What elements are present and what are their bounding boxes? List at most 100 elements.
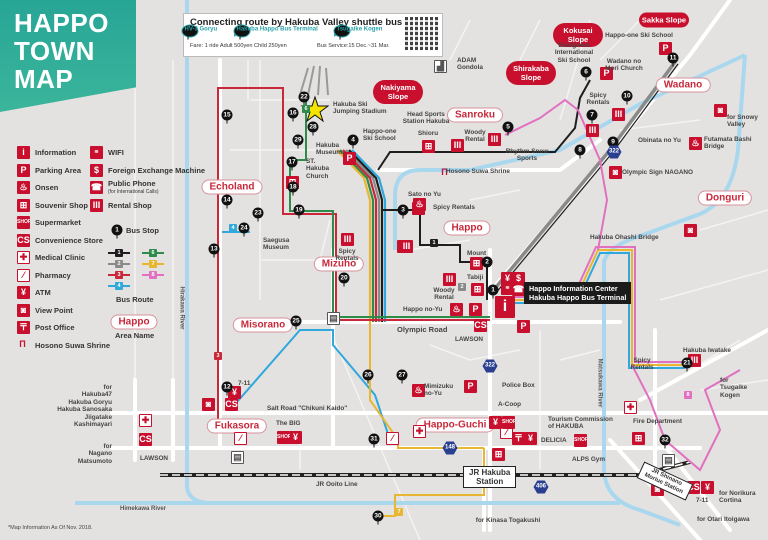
area-name-donguri[interactable]: Donguri	[697, 190, 753, 206]
bus-stop-20[interactable]: 20	[338, 272, 350, 287]
atm-icon[interactable]: ¥	[489, 416, 502, 429]
bus-stop-5[interactable]: 5	[502, 121, 514, 136]
bus-stop-4[interactable]: 4	[347, 134, 359, 149]
area-name-fukasora[interactable]: Fukasora	[206, 418, 268, 434]
area-name-echoland[interactable]: Echoland	[201, 179, 263, 195]
slope-label[interactable]: Kokusai Slope	[553, 23, 603, 47]
medical-icon[interactable]: ✚	[624, 401, 637, 414]
bus-stop-7[interactable]: 7	[586, 109, 598, 124]
wifi-icon[interactable]: ≋	[501, 282, 514, 295]
bus-stop-12[interactable]: 12	[221, 381, 233, 396]
bus-stop-29[interactable]: 29	[292, 134, 304, 149]
parking-icon[interactable]: P	[517, 320, 530, 333]
gas-station-icon[interactable]: ▤	[231, 451, 244, 464]
rental-icon[interactable]: III	[400, 240, 413, 253]
post-office-icon[interactable]: 〒	[512, 432, 525, 445]
rental-icon[interactable]: III	[341, 233, 354, 246]
bus-stop-label: Bus Stop	[126, 226, 159, 235]
parking-icon[interactable]: P	[600, 67, 613, 80]
rental-icon[interactable]: III	[612, 108, 625, 121]
camera-icon[interactable]: ◙	[684, 224, 697, 237]
area-name-wadano[interactable]: Wadano	[655, 77, 711, 93]
rental-icon[interactable]: III	[488, 133, 501, 146]
parking-icon[interactable]: P	[659, 42, 672, 55]
souvenir-icon[interactable]: ⊞	[471, 283, 484, 296]
bus-stop-30[interactable]: 30	[372, 510, 384, 525]
bus-stop-8[interactable]: 8	[574, 144, 586, 159]
bus-stop-26[interactable]: 26	[362, 369, 374, 384]
rental-icon[interactable]: III	[451, 139, 464, 152]
parking-icon[interactable]: P	[464, 380, 477, 393]
slope-label[interactable]: Shirakaba Slope	[506, 61, 556, 85]
area-name-sanroku[interactable]: Sanroku	[446, 107, 504, 123]
bus-stop-25[interactable]: 25	[290, 315, 302, 330]
bus-stop-17[interactable]: 17	[286, 156, 298, 171]
supermarket-icon[interactable]: SHOP	[574, 434, 587, 447]
atm-icon[interactable]: ¥	[701, 481, 714, 494]
pharmacy-icon[interactable]: ⁄	[386, 432, 399, 445]
shrine-icon[interactable]: Π	[441, 167, 448, 177]
rental-icon[interactable]: III	[443, 273, 456, 286]
bus-stop-32[interactable]: 32	[659, 434, 671, 449]
onsen-icon[interactable]: ♨	[412, 384, 425, 397]
bus-stop-2[interactable]: 2	[481, 256, 493, 271]
bus-stop-6[interactable]: 6	[580, 66, 592, 81]
souvenir-icon[interactable]: ⊞	[492, 448, 505, 461]
bus-stop-3[interactable]: 3	[397, 204, 409, 219]
supermarket-icon[interactable]: SHOP	[277, 431, 290, 444]
bus-stop-24[interactable]: 24	[238, 222, 250, 237]
atm-icon[interactable]: ¥	[501, 272, 514, 285]
bus-stop-23[interactable]: 23	[252, 207, 264, 222]
area-name-mizuho[interactable]: Mizuho	[313, 256, 365, 272]
slope-label[interactable]: Nakiyama Slope	[373, 80, 423, 104]
supermarket-icon[interactable]: SHOP	[502, 416, 515, 429]
phone-icon[interactable]: ☎	[512, 283, 525, 296]
gondola-icon[interactable]: ▟	[434, 60, 447, 73]
atm-icon[interactable]: ¥	[524, 432, 537, 445]
onsen-icon[interactable]: ♨	[689, 137, 702, 150]
gas-station-icon[interactable]: ▤	[327, 312, 340, 325]
gas-station-icon[interactable]: ▤	[662, 454, 675, 467]
bus-stop-13[interactable]: 13	[208, 243, 220, 258]
convenience-store-icon[interactable]: CS	[225, 398, 238, 411]
qr-code-icon[interactable]	[405, 17, 438, 50]
rental-icon[interactable]: III	[586, 124, 599, 137]
bus-stop-27[interactable]: 27	[396, 369, 408, 384]
pharmacy-icon[interactable]: ⁄	[234, 432, 247, 445]
souvenir-icon[interactable]: ⊞	[632, 432, 645, 445]
bus-stop-15[interactable]: 15	[221, 109, 233, 124]
info-icon[interactable]: i	[495, 296, 515, 318]
parking-icon[interactable]: P	[343, 152, 356, 165]
area-name-happo[interactable]: Happo	[443, 220, 491, 236]
bus-stop-28[interactable]: 28	[307, 121, 319, 136]
onsen-icon[interactable]: ♨	[413, 198, 426, 211]
medical-icon[interactable]: ✚	[413, 425, 426, 438]
bus-stop-10[interactable]: 10	[621, 90, 633, 105]
souvenir-icon[interactable]: ⊞	[422, 140, 435, 153]
bus-stop-1[interactable]: 1	[487, 284, 499, 299]
camera-icon[interactable]: ◙	[609, 166, 622, 179]
convenience-store-icon[interactable]: CS	[474, 319, 487, 332]
bus-stop-21[interactable]: 21	[681, 357, 693, 372]
slope-label[interactable]: Sakka Slope	[639, 12, 689, 28]
bus-stop-22[interactable]: 22	[298, 91, 310, 106]
bus-stop-14[interactable]: 14	[221, 194, 233, 209]
bus-stop-19[interactable]: 19	[293, 204, 305, 219]
convenience-store-icon[interactable]: CS	[139, 433, 152, 446]
bus-stop-18[interactable]: 18	[287, 181, 299, 196]
medical-icon[interactable]: ✚	[139, 414, 152, 427]
exchange-icon[interactable]: $	[512, 272, 525, 285]
camera-icon[interactable]: ◙	[714, 104, 727, 117]
camera-icon[interactable]: ◙	[202, 398, 215, 411]
bus-stop-16[interactable]: 16	[287, 107, 299, 122]
atm-icon[interactable]: ¥	[289, 431, 302, 444]
souvenir-icon[interactable]: ⊞	[470, 257, 483, 270]
area-name-happo-guchi[interactable]: Happo-Guchi	[415, 417, 495, 433]
bus-stop-31[interactable]: 31	[368, 433, 380, 448]
area-name-misorano[interactable]: Misorano	[232, 317, 294, 333]
parking-icon[interactable]: P	[469, 303, 482, 316]
onsen-icon[interactable]: ♨	[450, 303, 463, 316]
bus-stop-11[interactable]: 11	[667, 52, 679, 67]
